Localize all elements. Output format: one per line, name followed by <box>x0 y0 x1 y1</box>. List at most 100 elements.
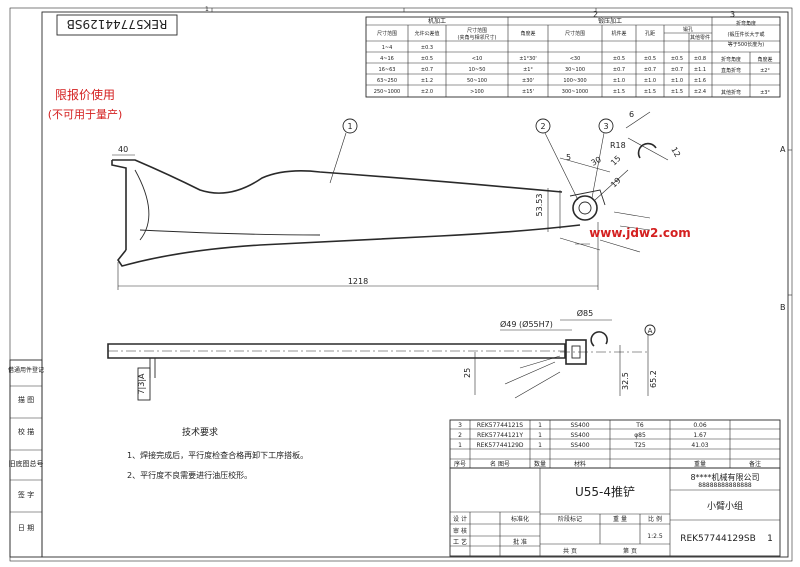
tolerance-cell: ±1° <box>523 67 533 73</box>
tolerance-cell: >100 <box>470 89 484 95</box>
company-name: 8****机械有限公司 <box>690 472 759 482</box>
svg-text:重 量: 重 量 <box>613 515 627 523</box>
svg-text:±3°: ±3° <box>760 90 770 96</box>
scale: 1:2.5 <box>647 533 663 540</box>
zone-number-3: 3 <box>730 10 735 19</box>
svg-text:共 页: 共 页 <box>563 547 577 555</box>
svg-text:机加工: 机加工 <box>428 17 446 25</box>
tolerance-cell: ±0.5 <box>644 56 656 62</box>
tolerance-cell: ±0.7 <box>613 67 625 73</box>
section-mark-a: A <box>648 327 653 335</box>
bom-cell: 0.06 <box>693 422 707 429</box>
dim-25: 25 <box>463 368 472 378</box>
dim-53-53: 53.53 <box>535 194 544 217</box>
tolerance-cell: ±1.0 <box>671 78 683 84</box>
bom-cell: 41.03 <box>691 442 708 449</box>
bom-cell: REK57744121Y <box>477 432 523 439</box>
bom-cell: 3 <box>458 422 462 429</box>
tolerance-cell: 50~100 <box>467 78 487 84</box>
dim-5: 5 <box>566 153 571 162</box>
rotated-drawing-number: REK57744129SB <box>67 17 168 31</box>
svg-text:描 图: 描 图 <box>18 395 34 404</box>
plan-view: Ø85 Ø49 (Ø55H7) 25 32.5 65.2 A 7|3|A <box>107 308 658 401</box>
tolerance-cell: ±0.5 <box>613 56 625 62</box>
bom-cell: REK57744129D <box>476 442 523 449</box>
svg-text:工 艺: 工 艺 <box>453 538 467 546</box>
svg-text:±2°: ±2° <box>760 68 770 74</box>
tolerance-cell: ±1.2 <box>421 78 433 84</box>
svg-text:(锻压件长大于或: (锻压件长大于或 <box>728 31 765 38</box>
svg-text:折弯角度: 折弯角度 <box>721 56 741 63</box>
dim-6: 6 <box>629 110 634 119</box>
svg-text:角度差: 角度差 <box>520 30 535 37</box>
bom-cell: 1 <box>538 442 542 449</box>
dim-12: 12 <box>669 146 682 159</box>
svg-text:尺寸范围: 尺寸范围 <box>377 30 397 37</box>
note-1: 1、焊接完成后，平行度检查合格再卸下工序搭板。 <box>127 450 308 460</box>
dim-phi49: Ø49 (Ø55H7) <box>500 319 553 329</box>
assembly-name: 小臂小组 <box>707 500 743 512</box>
svg-text:角度差: 角度差 <box>757 56 772 63</box>
tolerance-cell: ±0.5 <box>671 56 683 62</box>
bom-cell: SS400 <box>570 432 589 439</box>
bom-cell: φ85 <box>634 432 646 439</box>
tolerance-cell: ±1.0 <box>644 78 656 84</box>
tolerance-cell: ±2.4 <box>694 89 706 95</box>
svg-text:直角折弯: 直角折弯 <box>721 67 741 74</box>
bom-cell: 1 <box>458 442 462 449</box>
dim-1218: 1218 <box>348 277 368 286</box>
bom-cell: SS400 <box>570 422 589 429</box>
svg-text:标准化: 标准化 <box>511 515 529 523</box>
svg-text:批 准: 批 准 <box>513 538 527 546</box>
note-2: 2、平行度不良需要进行油压校形。 <box>127 470 252 480</box>
tolerance-cell: ±0.5 <box>421 56 433 62</box>
svg-text:旧底图总号: 旧底图总号 <box>9 459 44 468</box>
zone-number-1: 1 <box>205 6 209 13</box>
notes-title: 技术要求 <box>182 426 218 438</box>
dim-19: 19 <box>609 176 623 190</box>
svg-text:锻压加工: 锻压加工 <box>598 17 622 25</box>
tolerance-cell: <30 <box>570 56 581 62</box>
left-records-strip: 借通用件登记 描 图 校 描 旧底图总号 签 字 日 期 <box>8 359 44 558</box>
rotated-drawing-number-box <box>56 14 178 36</box>
dim-32-5: 32.5 <box>621 372 630 390</box>
bom-cell: T25 <box>633 442 645 449</box>
svg-text:第 页: 第 页 <box>623 547 637 555</box>
bom-cell: 2 <box>458 432 462 439</box>
outer-frame <box>9 7 793 562</box>
title-block: U55-4推铲 8****机械有限公司 88888888888888 小臂小组 … <box>449 467 781 557</box>
dim-65-2: 65.2 <box>649 370 658 388</box>
tolerance-cell: ±0.3 <box>421 45 433 51</box>
tolerance-cell: 63~250 <box>377 78 397 84</box>
tolerance-cell: ±1.5 <box>613 89 625 95</box>
svg-text:校 描: 校 描 <box>18 427 34 436</box>
zone-number-2: 2 <box>593 10 598 19</box>
balloon-3: 3 <box>603 122 608 131</box>
svg-text:折弯角度: 折弯角度 <box>736 20 756 27</box>
bom-cell: REK57744121S <box>477 422 523 429</box>
svg-text:尺寸范围: 尺寸范围 <box>467 27 487 34</box>
svg-text:允许公差值: 允许公差值 <box>414 30 439 37</box>
tolerance-table: 机加工 锻压加工 尺寸范围 允许公差值 尺寸范围 (夹角与相邻尺寸) 角度差 尺… <box>365 16 781 98</box>
svg-text:序号: 序号 <box>454 460 466 468</box>
svg-text:其他零件: 其他零件 <box>690 34 710 41</box>
svg-text:材料: 材料 <box>574 460 586 468</box>
tolerance-cell: <10 <box>472 56 483 62</box>
tolerance-cell: ±30' <box>522 78 534 84</box>
svg-text:孔距: 孔距 <box>645 30 655 37</box>
tolerance-cell: 250~1000 <box>374 89 400 95</box>
tolerance-cell: 30~100 <box>565 67 585 73</box>
tolerance-cell: 300~1000 <box>562 89 588 95</box>
bom-cell: 1 <box>538 432 542 439</box>
bom-cell: SS400 <box>570 442 589 449</box>
dim-15: 15 <box>609 154 623 168</box>
dim-phi85: Ø85 <box>577 308 593 318</box>
svg-text:(夹角与相邻尺寸): (夹角与相邻尺寸) <box>458 34 497 41</box>
tolerance-cell: 16~63 <box>379 67 396 73</box>
svg-text:设 计: 设 计 <box>453 515 467 523</box>
tolerance-cell: ±0.7 <box>671 67 683 73</box>
dim-40: 40 <box>118 145 128 154</box>
svg-text:日 期: 日 期 <box>18 524 34 532</box>
svg-text:锻孔: 锻孔 <box>683 26 693 33</box>
